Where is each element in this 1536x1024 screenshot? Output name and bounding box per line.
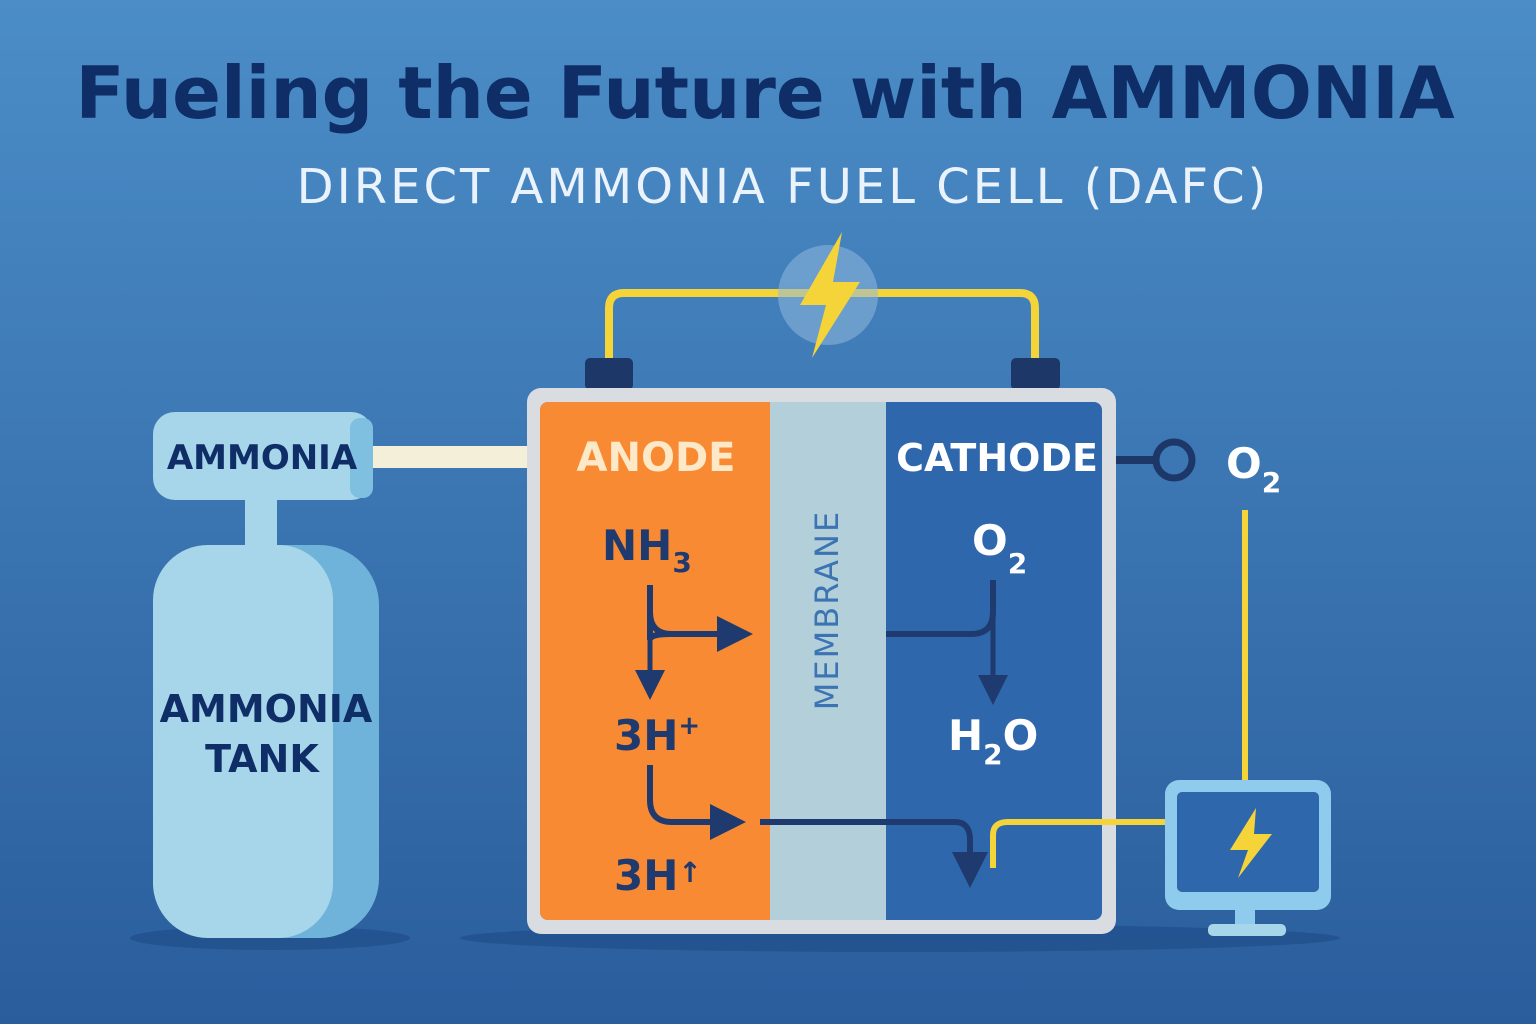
ion-transfer-arrow	[760, 819, 988, 888]
load-wire	[990, 819, 1165, 868]
tank-label-line1: AMMONIA	[160, 687, 373, 731]
water-label: H2O	[948, 711, 1038, 771]
tank-neck	[245, 495, 277, 550]
hydrogen-ion-label-2: 3H↑	[614, 851, 702, 900]
page-title: Fueling the Future with AMMONIA	[75, 51, 1455, 135]
tank-cap-label: AMMONIA	[167, 438, 358, 478]
tank-label-line2: TANK	[205, 737, 320, 781]
o2-inlet-label: O2	[1226, 439, 1281, 499]
hydrogen-ion-label-1: 3H+	[614, 711, 700, 760]
tank-cap-shade	[350, 418, 373, 498]
monitor-neck	[1235, 905, 1255, 927]
h-to-membrane-arrow	[647, 765, 746, 840]
monitor-stand	[1208, 924, 1286, 936]
lightning-bolt-icon	[1230, 808, 1272, 878]
cathode-label: CATHODE	[896, 436, 1098, 480]
anode-label: ANODE	[577, 435, 736, 481]
fuel-pipe	[373, 446, 529, 468]
membrane-label: MEMBRANE	[808, 510, 846, 710]
ammonia-tank: AMMONIA AMMONIA TANK	[153, 412, 379, 938]
page-subtitle: DIRECT AMMONIA FUEL CELL (DAFC)	[297, 159, 1270, 215]
tank-body	[153, 545, 333, 938]
arrow-branch	[647, 612, 671, 641]
nh3-label: NH3	[602, 521, 692, 579]
anode-edge	[760, 402, 770, 920]
fuel-cell: ANODE CATHODE MEMBRANE NH3 3H+ 3H↑ O2 H2…	[527, 388, 1165, 934]
anode-section	[540, 402, 770, 920]
lightning-bolt-icon	[800, 232, 860, 358]
membrane-section	[770, 402, 886, 920]
monitor-icon	[1165, 780, 1331, 936]
o2-inlet-valve	[1152, 438, 1196, 482]
tank-cap	[153, 412, 373, 500]
cathode-o2-label: O2	[972, 516, 1027, 580]
cathode-terminal	[1011, 358, 1060, 390]
anode-terminal	[585, 358, 633, 390]
